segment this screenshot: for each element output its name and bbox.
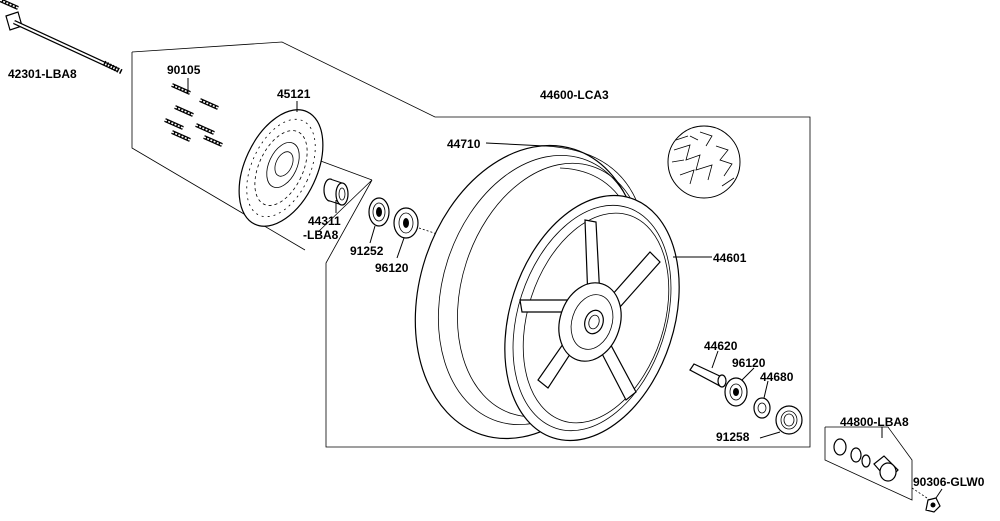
label-collar-1[interactable]: 44311 xyxy=(308,214,341,228)
nut-part xyxy=(911,487,943,513)
bolts-part xyxy=(0,0,224,147)
spacer-part xyxy=(689,350,727,388)
label-nut[interactable]: 90306-GLW0 xyxy=(913,475,985,489)
label-bearing-right[interactable]: 96120 xyxy=(375,261,409,275)
bearing-inner-part xyxy=(724,367,755,407)
bearing-right-part xyxy=(393,207,438,259)
label-bearing-inner[interactable]: 96120 xyxy=(732,356,766,370)
label-oil-seal[interactable]: 91258 xyxy=(716,430,750,444)
label-collar-2[interactable]: -LBA8 xyxy=(303,228,339,242)
label-bolts[interactable]: 90105 xyxy=(167,63,201,77)
label-wheel-assy[interactable]: 44600-LCA3 xyxy=(540,88,609,102)
bearing-left-part xyxy=(368,197,390,244)
label-bearing-left[interactable]: 91252 xyxy=(350,244,384,258)
axle-part xyxy=(5,11,124,75)
oil-seal-part xyxy=(759,405,803,439)
label-disc[interactable]: 45121 xyxy=(277,87,311,101)
tread-pattern-inset xyxy=(667,125,741,199)
label-spacer[interactable]: 44620 xyxy=(704,339,738,353)
collar-part xyxy=(323,178,349,213)
label-rim[interactable]: 44601 xyxy=(713,251,747,265)
part-labels: 42301-LBA8 90105 45121 44600-LCA3 44710 … xyxy=(8,63,985,489)
label-axle[interactable]: 42301-LBA8 xyxy=(8,67,77,81)
retainer-part xyxy=(753,380,771,419)
label-retainer[interactable]: 44680 xyxy=(760,370,794,384)
brake-disc-part xyxy=(238,101,324,227)
label-tire[interactable]: 44710 xyxy=(447,137,481,151)
label-gearbox[interactable]: 44800-LBA8 xyxy=(840,415,909,429)
rim-part xyxy=(504,194,712,442)
gearbox-part xyxy=(824,426,913,501)
